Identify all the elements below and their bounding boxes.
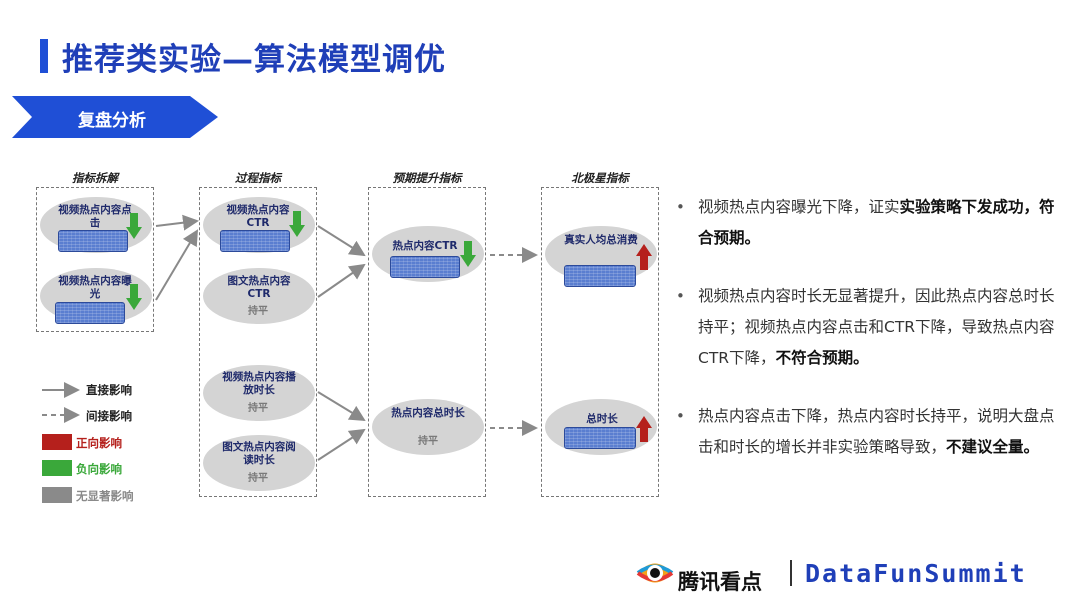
node-video-click-label: 视频热点内容点击 <box>58 204 132 229</box>
node-graphic-read-status: 持平 <box>248 473 268 484</box>
bullet-3-conclusion: 不建议全量。 <box>946 438 1040 456</box>
node-graphic-read-label: 图文热点内容阅读时长 <box>222 441 296 466</box>
arrow-read-to-hottime <box>317 428 366 461</box>
node-hot-time-label: 热点内容总时长 <box>391 407 465 419</box>
col-head-process: 过程指标 <box>235 171 281 185</box>
legend-indirect-label: 间接影响 <box>86 409 132 423</box>
bullet-3: • 热点内容点击下降，热点内容时长持平，说明大盘点击和时长的增长并非实验策略导致… <box>676 401 1058 463</box>
col-head-breakdown: 指标拆解 <box>72 171 118 185</box>
bullet-dot-icon: • <box>676 407 685 425</box>
node-total-time-label: 总时长 <box>586 413 618 425</box>
node-real-consume-label: 真实人均总消费 <box>564 234 638 246</box>
node-graphic-ctr-status: 持平 <box>248 306 268 317</box>
node-video-click-chip <box>58 230 128 252</box>
node-total-time-chip <box>564 427 636 449</box>
arrow-graphicctr-to-hotctr <box>317 263 366 298</box>
legend-neutral-swatch <box>42 487 72 503</box>
bullet-1: • 视频热点内容曝光下降，证实实验策略下发成功，符合预期。 <box>676 192 1058 254</box>
legend-direct-label: 直接影响 <box>86 383 132 397</box>
legend-negative-swatch <box>42 460 72 476</box>
bullet-dot-icon: • <box>676 198 685 216</box>
col-head-expected: 预期提升指标 <box>392 171 462 185</box>
section-banner <box>12 96 218 138</box>
node-video-expo-chip <box>55 302 125 324</box>
breakdown-box <box>36 187 154 332</box>
down-arrow-icon <box>126 284 142 310</box>
tencent-eye-logo-icon <box>636 563 674 583</box>
arrow-expo-to-ctr <box>155 229 199 301</box>
footer-summit: DataFunSummit <box>805 559 1027 588</box>
footer-divider <box>790 560 792 586</box>
node-real-consume-chip <box>564 265 636 287</box>
node-graphic-ctr <box>203 268 315 324</box>
process-box <box>199 187 317 497</box>
node-video-play-status: 持平 <box>248 403 268 414</box>
node-video-ctr-chip <box>220 230 290 252</box>
bullet-1-conclusion: 实验策略下发成功，符合预期。 <box>698 198 1055 247</box>
title-accent-bar <box>40 39 48 73</box>
col-head-northstar: 北极星指标 <box>571 171 629 185</box>
legend-positive-label: 正向影响 <box>76 436 122 450</box>
bullet-2: • 视频热点内容时长无显著提升，因此热点内容总时长持平；视频热点内容点击和CTR… <box>676 281 1058 374</box>
down-arrow-icon <box>460 241 476 267</box>
node-graphic-ctr-label: 图文热点内容CTR <box>227 275 291 300</box>
bullet-3-text: 热点内容点击下降，热点内容时长持平，说明大盘点击和时长的增长并非实验策略导致， <box>698 407 1055 456</box>
northstar-box <box>541 187 659 497</box>
node-hot-ctr-chip <box>390 256 460 278</box>
footer-brand: 腾讯看点 <box>678 570 762 594</box>
node-video-play-label: 视频热点内容播放时长 <box>222 371 296 396</box>
node-graphic-read <box>203 435 315 491</box>
bullet-dot-icon: • <box>676 287 685 305</box>
page-title: 推荐类实验—算法模型调优 <box>62 42 446 78</box>
legend-negative-label: 负向影响 <box>76 462 122 476</box>
arrow-click-to-ctr <box>155 214 199 231</box>
expected-box <box>368 187 486 497</box>
node-video-play <box>203 365 315 421</box>
up-arrow-icon <box>636 244 652 270</box>
node-hot-time-status: 持平 <box>418 436 438 447</box>
node-video-expo-label: 视频热点内容曝光 <box>58 275 132 300</box>
bullet-2-conclusion: 不符合预期。 <box>775 349 869 367</box>
legend-positive-swatch <box>42 434 72 450</box>
up-arrow-icon <box>636 416 652 442</box>
node-hot-ctr-label: 热点内容CTR <box>392 240 458 252</box>
bullet-2-text: 视频热点内容时长无显著提升，因此热点内容总时长持平；视频热点内容点击和CTR下降… <box>698 287 1055 367</box>
node-hot-time <box>372 399 484 455</box>
arrow-play-to-hottime <box>317 391 366 422</box>
bullet-1-text: 视频热点内容曝光下降，证实 <box>698 198 900 216</box>
legend-neutral-label: 无显著影响 <box>76 489 134 503</box>
arrow-videoctr-to-hotctr <box>317 225 366 257</box>
down-arrow-icon <box>289 211 305 237</box>
down-arrow-icon <box>126 213 142 239</box>
node-video-ctr-label: 视频热点内容CTR <box>226 204 290 229</box>
section-banner-label: 复盘分析 <box>78 111 146 131</box>
